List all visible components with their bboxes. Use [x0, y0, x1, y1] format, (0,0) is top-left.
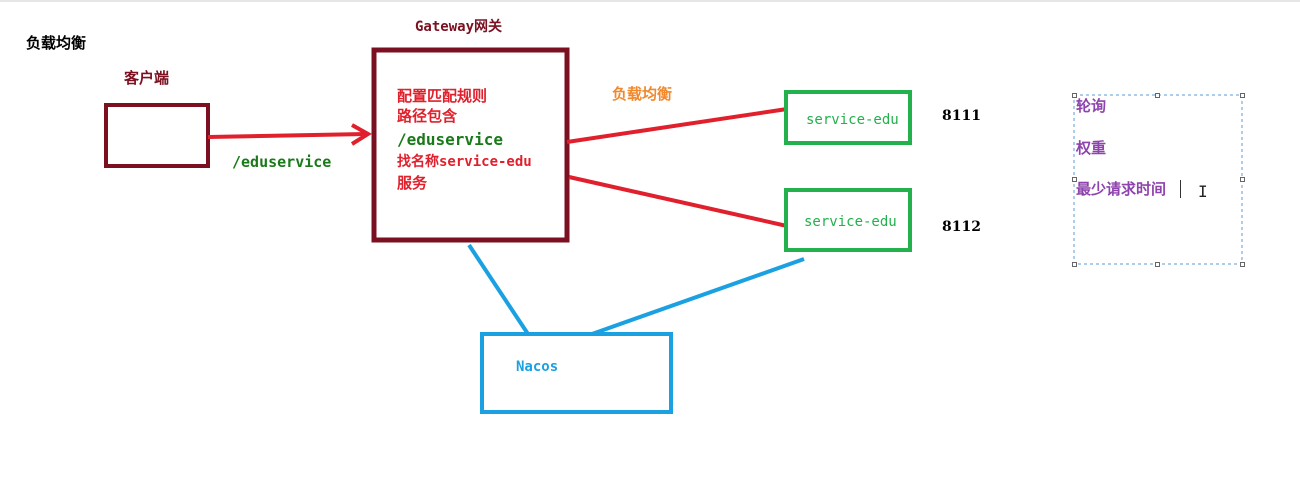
text-cursor-icon: I	[1198, 182, 1208, 201]
service-label-2: service-edu	[804, 214, 897, 230]
selection-handle[interactable]	[1072, 177, 1077, 182]
gateway-line-rule: 配置匹配规则	[397, 87, 488, 105]
nacos-label: Nacos	[516, 359, 559, 375]
top-border	[0, 0, 1300, 2]
strategy-round-robin: 轮询	[1076, 97, 1107, 115]
client-label: 客户端	[124, 69, 170, 87]
gateway-line-path: /eduservice	[397, 130, 503, 149]
gateway-to-service2-line	[568, 175, 788, 228]
service-port-1: 8111	[942, 108, 981, 124]
service-box-1	[784, 90, 912, 145]
selection-handle[interactable]	[1240, 93, 1245, 98]
selection-handle[interactable]	[1072, 93, 1077, 98]
client-path-label: /eduservice	[232, 153, 332, 171]
gateway-line-find-service: 找名称service-edu	[397, 154, 532, 170]
selection-handle[interactable]	[1155, 93, 1160, 98]
gateway-line-path-contains: 路径包含	[397, 107, 458, 125]
gateway-to-nacos-line	[467, 243, 530, 336]
nacos-box	[480, 332, 673, 414]
selection-handle[interactable]	[1072, 262, 1077, 267]
client-box	[104, 103, 210, 168]
load-balance-label: 负载均衡	[612, 85, 673, 103]
text-caret	[1180, 180, 1181, 198]
service-to-nacos-line	[591, 257, 805, 336]
strategy-least-response[interactable]: 最少请求时间	[1076, 180, 1167, 198]
service-box-2	[784, 188, 912, 252]
service-label-1: service-edu	[806, 112, 899, 128]
selection-handle[interactable]	[1155, 262, 1160, 267]
strategy-weight: 权重	[1076, 139, 1107, 157]
page-title: 负载均衡	[26, 34, 87, 52]
gateway-to-service1-line	[566, 107, 788, 144]
arrow-head	[350, 123, 372, 146]
gateway-box	[371, 47, 570, 243]
gateway-label: Gateway网关	[415, 19, 503, 35]
client-to-gateway-arrow	[207, 132, 367, 139]
selection-handle[interactable]	[1240, 177, 1245, 182]
gateway-line-service: 服务	[397, 174, 428, 192]
selection-handle[interactable]	[1240, 262, 1245, 267]
service-port-2: 8112	[942, 219, 981, 235]
